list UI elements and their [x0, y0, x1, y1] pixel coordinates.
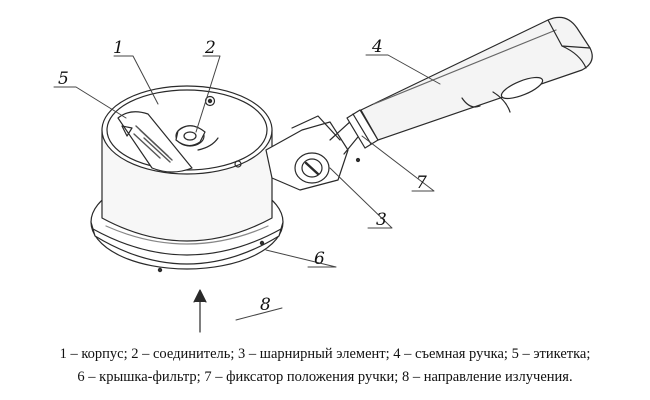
callout-1: 1	[113, 38, 124, 58]
leader-lines	[53, 54, 441, 321]
callout-4: 4	[371, 37, 383, 57]
label-plate	[117, 111, 193, 173]
callout-3: 3	[376, 210, 387, 230]
callout-7: 7	[416, 173, 427, 193]
device-drawing: 1 2 3 4 5 6 7 8	[53, 16, 593, 333]
caption-line-2: 6 – крышка-фильтр; 7 – фиксатор положени…	[77, 369, 573, 385]
callout-2: 2	[204, 38, 216, 58]
removable-handle	[360, 16, 593, 141]
radiation-direction-arrow	[193, 289, 207, 333]
callout-6: 6	[314, 249, 325, 269]
callout-8: 8	[260, 295, 271, 315]
callout-5: 5	[58, 69, 69, 89]
hinge-element	[265, 115, 363, 191]
connector	[175, 125, 219, 151]
caption-line-1: 1 – корпус; 2 – соединитель; 3 – шарнирн…	[59, 346, 591, 362]
